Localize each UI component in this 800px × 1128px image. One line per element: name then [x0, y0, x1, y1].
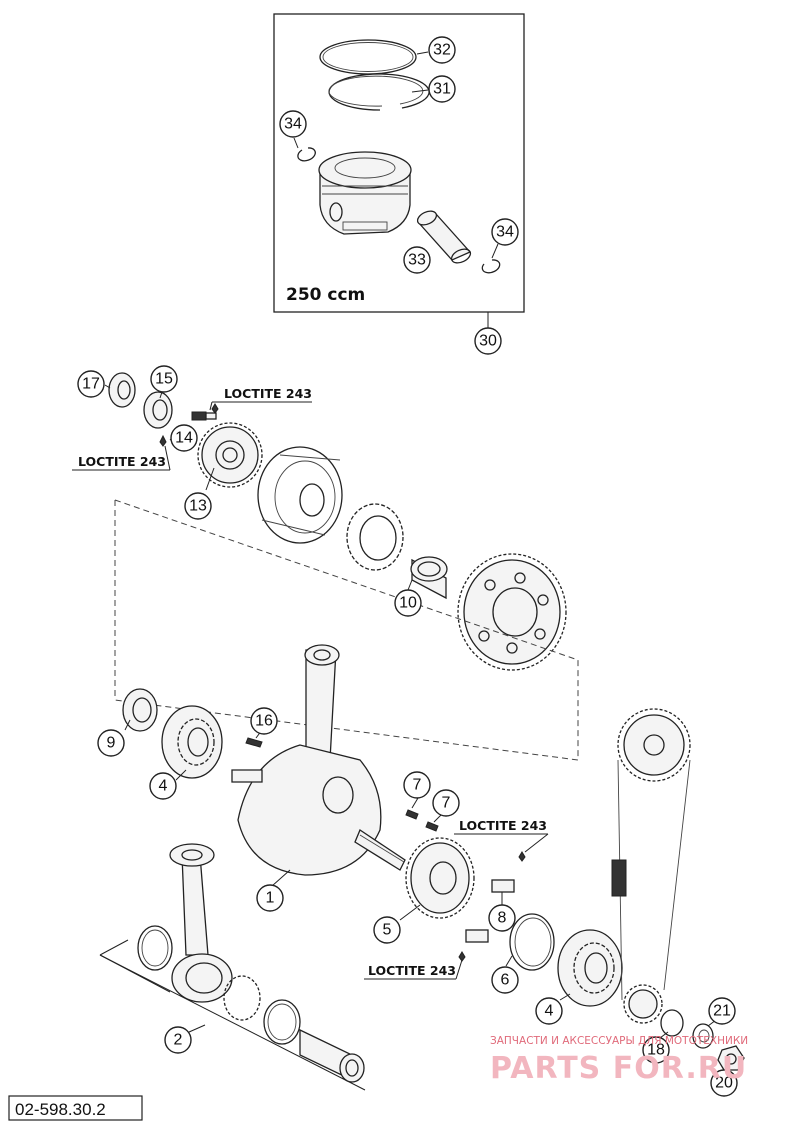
starter-gear [457, 553, 567, 671]
callout-21: 21 [708, 997, 736, 1025]
loctite-note-1: LOCTITE 243 [209, 386, 312, 411]
loctite-label: LOCTITE 243 [224, 386, 312, 401]
callout-31: 31 [428, 75, 456, 103]
screw-lower [458, 929, 489, 962]
svg-text:4: 4 [159, 778, 168, 795]
crankshaft [231, 644, 406, 876]
callout-13: 13 [184, 492, 212, 520]
screw-8 [491, 851, 526, 893]
gear-5 [405, 837, 475, 919]
piston-kit-box: 250 ccm [273, 13, 525, 328]
freewheel [346, 503, 404, 571]
svg-text:6: 6 [501, 972, 510, 989]
flywheel-rotor [257, 446, 343, 544]
loctite-note-4: LOCTITE 243 [364, 959, 463, 980]
document-id-box: 02-598.30.2 [8, 1095, 143, 1121]
svg-text:14: 14 [175, 430, 193, 447]
callout-7: 7 [432, 789, 460, 817]
callout-30: 30 [474, 327, 502, 355]
piston-ring-31 [328, 73, 430, 111]
document-id: 02-598.30.2 [15, 1100, 106, 1119]
shim-6 [509, 913, 555, 971]
svg-text:16: 16 [255, 713, 273, 730]
key-16 [245, 737, 263, 748]
washer-19 [660, 1009, 684, 1037]
svg-text:7: 7 [413, 777, 422, 794]
key-7-b [425, 821, 439, 832]
callout-2: 2 [164, 1026, 192, 1054]
conrod-kit [99, 843, 366, 1091]
dashed-assembly-outline [114, 499, 579, 761]
loctite-label: LOCTITE 243 [78, 454, 166, 469]
callout-1: 1 [256, 884, 284, 912]
piston [318, 151, 412, 235]
callout-14: 14 [170, 424, 198, 452]
callout-5: 5 [373, 916, 401, 944]
ball-bearing-4-left [161, 705, 223, 779]
svg-text:30: 30 [479, 333, 497, 350]
timing-chain-sprockets [611, 708, 691, 1024]
svg-text:10: 10 [399, 595, 417, 612]
piston-ring-32 [319, 39, 429, 75]
watermark-tagline: ЗАПЧАСТИ И АКСЕССУАРЫ ДЛЯ МОТОТЕХНИКИ [490, 1035, 748, 1047]
loctite-label: LOCTITE 243 [368, 963, 456, 978]
watermark-brand: PARTS FOR.RU [490, 1051, 747, 1086]
svg-text:18: 18 [647, 1042, 665, 1059]
leader-lines [104, 384, 729, 1073]
svg-text:17: 17 [82, 376, 100, 393]
washer-21 [692, 1023, 714, 1049]
svg-text:2: 2 [174, 1032, 183, 1049]
shaft-seal-9 [122, 688, 158, 732]
svg-text:34: 34 [284, 116, 302, 133]
key-7-a [405, 809, 419, 820]
callout-33: 33 [403, 246, 431, 274]
callout-15: 15 [150, 365, 178, 393]
callout-20: 20 [710, 1069, 738, 1097]
callout-8: 8 [488, 904, 516, 932]
callout-10: 10 [394, 589, 422, 617]
circlip-34-right [481, 243, 501, 274]
nut-20 [717, 1045, 745, 1071]
piston-box-label: 250 ccm [286, 285, 365, 305]
needle-bearing-10 [410, 556, 448, 600]
svg-text:32: 32 [433, 42, 451, 59]
svg-text:8: 8 [498, 910, 507, 927]
svg-text:5: 5 [383, 922, 392, 939]
callout-17: 17 [77, 370, 105, 398]
shaft-seal-15 [143, 391, 173, 429]
svg-text:20: 20 [715, 1075, 733, 1092]
callout-4: 4 [535, 997, 563, 1025]
watermark: ЗАПЧАСТИ И АКСЕССУАРЫ ДЛЯ МОТОТЕХНИКИ PA… [490, 1035, 748, 1086]
svg-text:13: 13 [189, 498, 207, 515]
svg-text:21: 21 [713, 1003, 731, 1020]
ball-bearing-4-right [557, 929, 623, 1007]
circlip-34-left [293, 137, 316, 162]
seal-ring-17 [108, 372, 136, 408]
callout-16: 16 [250, 707, 278, 735]
callout-4: 4 [149, 772, 177, 800]
svg-text:7: 7 [442, 795, 451, 812]
svg-text:15: 15 [155, 371, 173, 388]
callout-34: 34 [279, 110, 307, 138]
callout-34: 34 [491, 218, 519, 246]
callout-32: 32 [428, 36, 456, 64]
svg-text:34: 34 [496, 224, 514, 241]
loctite-note-2: LOCTITE 243 [72, 445, 171, 471]
svg-text:31: 31 [433, 81, 451, 98]
loctite-note-3: LOCTITE 243 [454, 818, 549, 853]
svg-text:1: 1 [266, 890, 275, 907]
callout-18: 18 [642, 1036, 670, 1064]
svg-text:33: 33 [408, 252, 426, 269]
callout-9: 9 [97, 729, 125, 757]
screw-14 [159, 403, 219, 447]
svg-text:4: 4 [545, 1003, 554, 1020]
piston-pin-33 [416, 210, 472, 264]
callout-6: 6 [491, 966, 519, 994]
svg-text:9: 9 [107, 735, 116, 752]
gear-13 [197, 422, 263, 488]
loctite-label: LOCTITE 243 [459, 818, 547, 833]
callout-7: 7 [403, 771, 431, 799]
